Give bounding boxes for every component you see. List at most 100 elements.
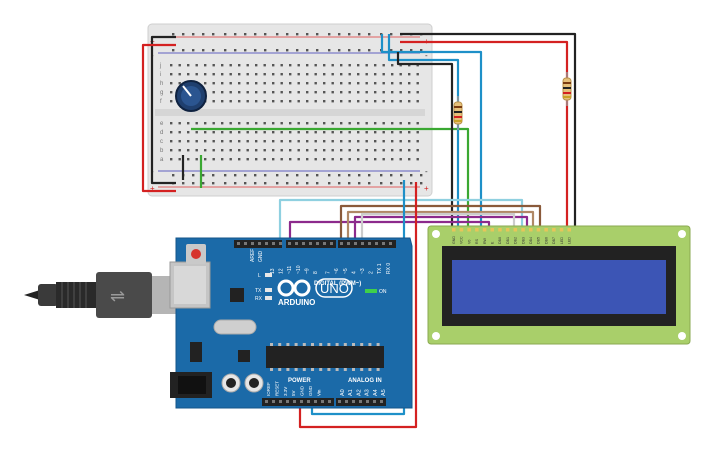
rail-hole[interactable]: [316, 174, 319, 177]
breadboard-hole[interactable]: [246, 158, 249, 161]
rail-hole[interactable]: [306, 174, 309, 177]
breadboard-hole[interactable]: [289, 131, 292, 134]
lcd-pin[interactable]: [529, 228, 533, 232]
breadboard-hole[interactable]: [238, 64, 241, 67]
wire-blue-2[interactable]: [387, 34, 460, 228]
header-pin[interactable]: [330, 242, 333, 245]
breadboard-hole[interactable]: [280, 91, 283, 94]
breadboard-hole[interactable]: [365, 158, 368, 161]
wire-red-top-right[interactable]: [400, 40, 569, 228]
breadboard-hole[interactable]: [306, 100, 309, 103]
breadboard-hole[interactable]: [391, 73, 394, 76]
rail-hole[interactable]: [212, 174, 215, 177]
header-pin[interactable]: [321, 400, 324, 403]
breadboard-hole[interactable]: [195, 131, 198, 134]
header-pin[interactable]: [347, 242, 350, 245]
breadboard-hole[interactable]: [382, 140, 385, 143]
breadboard-hole[interactable]: [229, 122, 232, 125]
breadboard-hole[interactable]: [195, 73, 198, 76]
breadboard-hole[interactable]: [323, 91, 326, 94]
rail-hole[interactable]: [264, 49, 267, 52]
wire-grey-d2[interactable]: [360, 212, 516, 243]
rail-hole[interactable]: [316, 182, 319, 185]
breadboard-hole[interactable]: [374, 131, 377, 134]
breadboard-hole[interactable]: [289, 91, 292, 94]
breadboard-hole[interactable]: [340, 82, 343, 85]
header-pin[interactable]: [265, 400, 268, 403]
breadboard-hole[interactable]: [289, 149, 292, 152]
rail-hole[interactable]: [358, 49, 361, 52]
breadboard-hole[interactable]: [170, 64, 173, 67]
breadboard-hole[interactable]: [357, 158, 360, 161]
rail-hole[interactable]: [420, 174, 423, 177]
potentiometer[interactable]: [175, 80, 207, 112]
breadboard-hole[interactable]: [170, 140, 173, 143]
rail-hole[interactable]: [410, 174, 413, 177]
breadboard-hole[interactable]: [365, 100, 368, 103]
breadboard-hole[interactable]: [170, 149, 173, 152]
breadboard-hole[interactable]: [331, 122, 334, 125]
breadboard-hole[interactable]: [365, 64, 368, 67]
lcd-pin[interactable]: [521, 228, 525, 232]
breadboard-hole[interactable]: [306, 122, 309, 125]
rail-hole[interactable]: [348, 49, 351, 52]
wire-green-pot-wiper[interactable]: [191, 127, 470, 228]
rail-hole[interactable]: [338, 33, 341, 36]
header-pin[interactable]: [382, 242, 385, 245]
rail-hole[interactable]: [254, 182, 257, 185]
breadboard-hole[interactable]: [382, 91, 385, 94]
breadboard-hole[interactable]: [246, 140, 249, 143]
header-pin[interactable]: [244, 242, 247, 245]
rail-hole[interactable]: [410, 182, 413, 185]
breadboard-hole[interactable]: [331, 131, 334, 134]
breadboard-hole[interactable]: [365, 91, 368, 94]
lcd-pin[interactable]: [452, 228, 456, 232]
breadboard-hole[interactable]: [204, 122, 207, 125]
rail-hole[interactable]: [328, 33, 331, 36]
breadboard-hole[interactable]: [280, 149, 283, 152]
breadboard-hole[interactable]: [255, 82, 258, 85]
breadboard-hole[interactable]: [178, 158, 181, 161]
breadboard-hole[interactable]: [357, 73, 360, 76]
wire-purple-d3[interactable]: [353, 215, 529, 243]
rail-hole[interactable]: [254, 33, 257, 36]
breadboard-hole[interactable]: [280, 82, 283, 85]
breadboard-hole[interactable]: [246, 91, 249, 94]
breadboard-hole[interactable]: [246, 64, 249, 67]
breadboard-hole[interactable]: [289, 100, 292, 103]
breadboard-hole[interactable]: [323, 82, 326, 85]
rail-hole[interactable]: [390, 33, 393, 36]
breadboard-hole[interactable]: [187, 122, 190, 125]
breadboard-hole[interactable]: [212, 149, 215, 152]
breadboard-hole[interactable]: [399, 122, 402, 125]
rail-hole[interactable]: [224, 174, 227, 177]
breadboard-hole[interactable]: [204, 82, 207, 85]
breadboard-hole[interactable]: [212, 140, 215, 143]
lcd-pin[interactable]: [552, 228, 556, 232]
breadboard-hole[interactable]: [382, 131, 385, 134]
breadboard-hole[interactable]: [221, 100, 224, 103]
breadboard-hole[interactable]: [357, 100, 360, 103]
breadboard-hole[interactable]: [280, 64, 283, 67]
breadboard-hole[interactable]: [399, 64, 402, 67]
rail-hole[interactable]: [224, 33, 227, 36]
breadboard-hole[interactable]: [340, 158, 343, 161]
breadboard-hole[interactable]: [246, 100, 249, 103]
breadboard-hole[interactable]: [374, 149, 377, 152]
breadboard-hole[interactable]: [280, 122, 283, 125]
breadboard-hole[interactable]: [178, 131, 181, 134]
rail-hole[interactable]: [276, 49, 279, 52]
breadboard-hole[interactable]: [195, 158, 198, 161]
breadboard-hole[interactable]: [331, 158, 334, 161]
breadboard-hole[interactable]: [204, 131, 207, 134]
lcd-pin[interactable]: [482, 228, 487, 232]
breadboard-hole[interactable]: [348, 140, 351, 143]
rail-hole[interactable]: [380, 182, 383, 185]
breadboard-hole[interactable]: [212, 64, 215, 67]
breadboard-hole[interactable]: [357, 122, 360, 125]
wire-brown-d4[interactable]: [346, 210, 535, 243]
rail-hole[interactable]: [348, 33, 351, 36]
lcd-pin[interactable]: [513, 228, 518, 232]
header-pin[interactable]: [352, 400, 355, 403]
breadboard-hole[interactable]: [357, 140, 360, 143]
